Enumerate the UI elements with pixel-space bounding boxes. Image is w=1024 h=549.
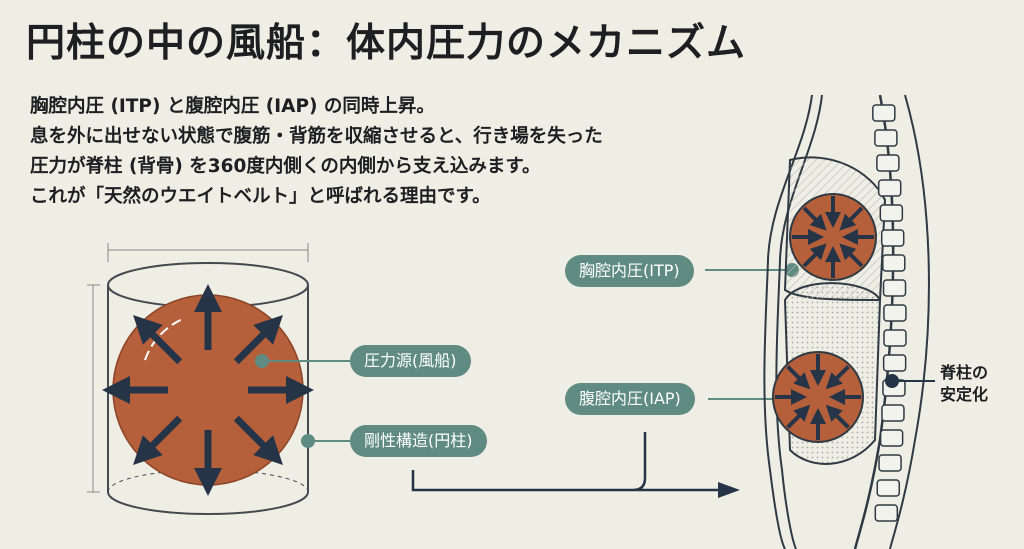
torso-illustration — [763, 94, 930, 549]
inward-arrows — [775, 196, 874, 440]
vertebra — [882, 279, 907, 297]
outward-arrows — [102, 284, 314, 496]
vertebra — [877, 179, 902, 197]
spine-label-line: 脊柱の — [940, 363, 989, 382]
outward-arrow — [233, 315, 283, 365]
vertebra — [876, 154, 900, 172]
spine-label-line: 安定化 — [940, 385, 989, 404]
vertebra — [882, 254, 906, 272]
outward-arrow — [233, 415, 283, 465]
inward-arrow — [786, 365, 811, 390]
vertebra — [882, 354, 907, 372]
description-line: 胸腔内圧 (ITP) と腹腔内圧 (IAP) の同時上昇。 — [30, 96, 435, 117]
vertebra — [881, 404, 905, 422]
vertebra — [872, 104, 896, 122]
inward-arrow — [786, 404, 811, 429]
outward-arrow — [133, 415, 183, 465]
connectors — [255, 263, 799, 448]
vertebra — [879, 429, 904, 447]
inward-arrow — [802, 243, 827, 268]
vertebra — [883, 329, 907, 347]
inward-arrow — [839, 243, 864, 268]
vertebra — [878, 454, 902, 472]
inward-arrow — [802, 206, 827, 231]
dimension-lines — [87, 243, 309, 493]
vertebra — [880, 229, 905, 247]
description-line: これが「天然のウエイトベルト」と呼ばれる理由です。 — [30, 186, 491, 207]
label-iap: 腹腔内圧(IAP) — [565, 383, 695, 415]
label-pressure-source: 圧力源(風船) — [350, 345, 471, 377]
vertebra — [879, 204, 904, 222]
vertebrae — [872, 104, 907, 522]
vertebra — [874, 129, 898, 147]
label-rigid-structure: 剛性構造(円柱) — [350, 425, 487, 457]
vertebra — [883, 304, 907, 322]
outward-arrow — [133, 315, 183, 365]
inward-arrow — [825, 404, 850, 429]
description-line: 圧力が脊柱 (背骨) を360度内側くの内側から支え込みます。 — [30, 156, 541, 177]
page-title: 円柱の中の風船：体内圧力のメカニズム — [26, 21, 747, 66]
vertebra — [876, 479, 901, 497]
vertebra — [874, 504, 899, 522]
description: 胸腔内圧 (ITP) と腹腔内圧 (IAP) の同時上昇。 息を外に出せない状態… — [30, 92, 603, 212]
inward-arrow — [825, 365, 850, 390]
balloon-highlight — [144, 317, 186, 361]
flow-arrow — [411, 432, 718, 492]
inward-arrow — [839, 206, 864, 231]
label-spine-stabilization: 脊柱の 安定化 — [940, 362, 988, 406]
flow-arrowhead — [718, 482, 740, 498]
label-itp: 胸腔内圧(ITP) — [565, 255, 694, 287]
description-line: 息を外に出せない状態で腹筋・背筋を収縮させると、行き場を失った — [30, 126, 603, 147]
